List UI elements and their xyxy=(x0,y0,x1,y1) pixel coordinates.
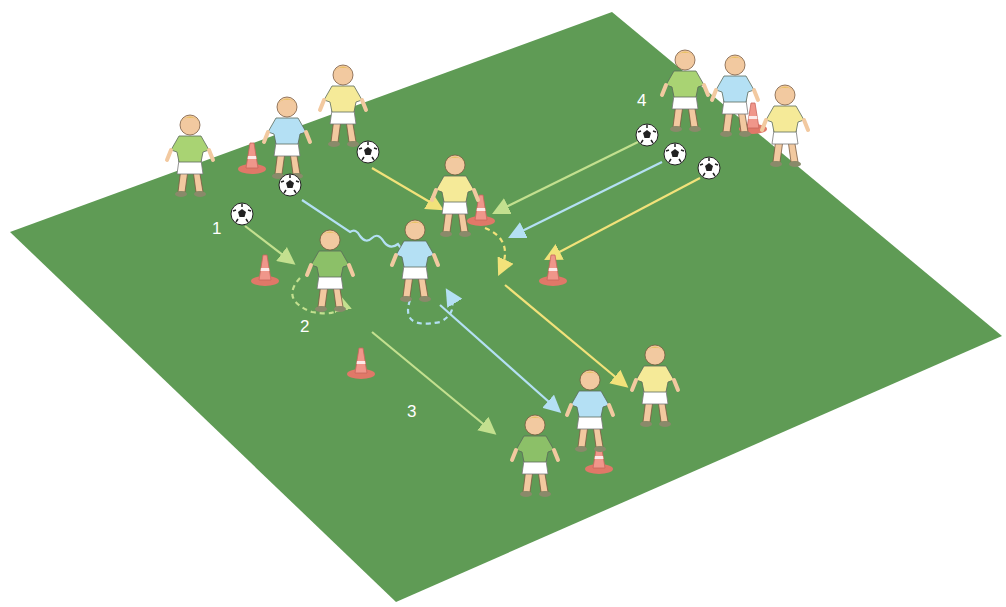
cones xyxy=(238,103,767,474)
players xyxy=(167,50,808,497)
callout-number: 4 xyxy=(637,92,646,109)
callout-number: 2 xyxy=(300,318,309,335)
run-paths xyxy=(245,142,700,432)
pitch xyxy=(10,12,1002,602)
balls xyxy=(231,124,720,225)
callout-number: 1 xyxy=(212,220,221,237)
callout-number: 3 xyxy=(407,403,416,420)
